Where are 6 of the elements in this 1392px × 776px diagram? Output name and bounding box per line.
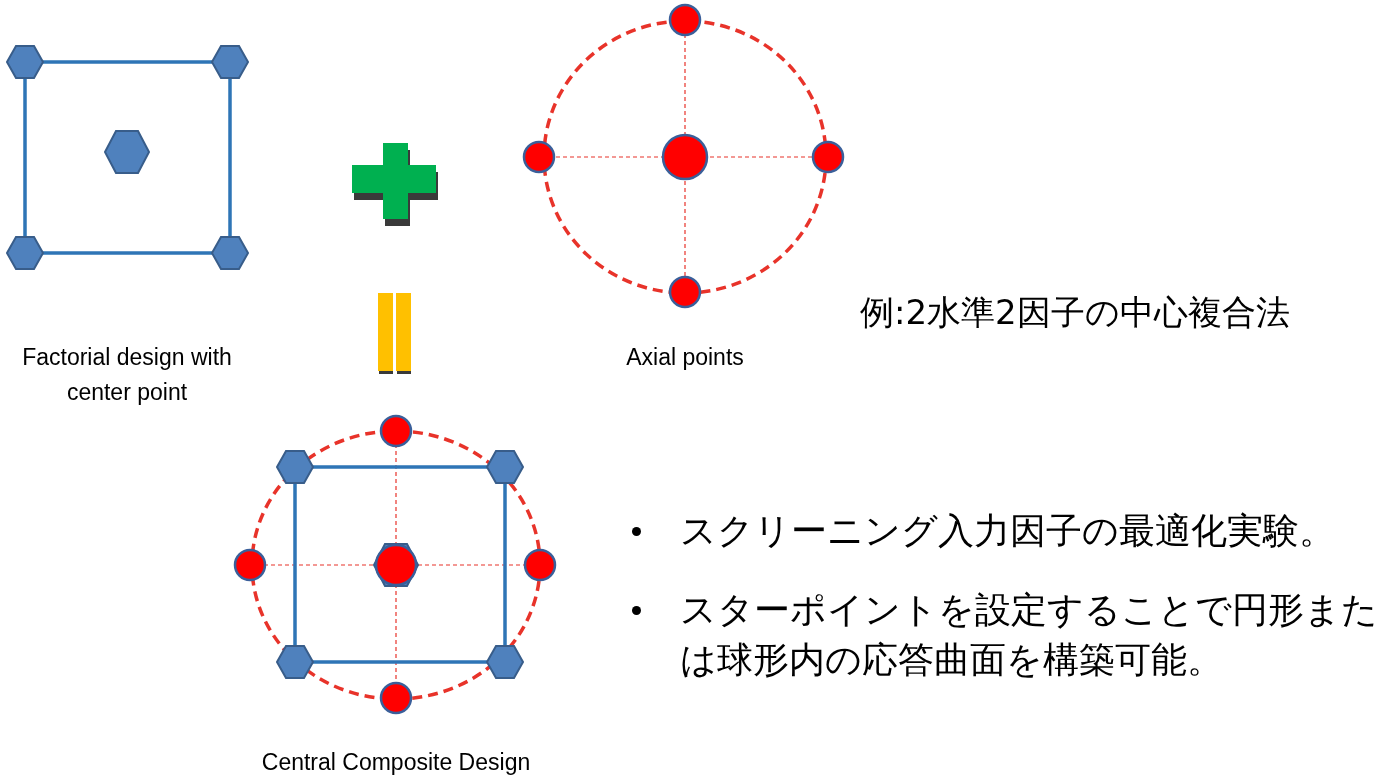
bullet-text: スクリーニング入力因子の最適化実験。 xyxy=(680,509,1335,553)
caption: Central Composite Design xyxy=(260,748,532,776)
caption: Axial points xyxy=(625,343,745,372)
example-heading: 例:2水準2因子の中心複合法 xyxy=(860,291,1290,334)
caption: Factorial design with center point xyxy=(21,343,233,407)
bullet-text: スターポイントを設定することで円形または球形内の応答曲面を構築可能。 xyxy=(680,588,1379,682)
